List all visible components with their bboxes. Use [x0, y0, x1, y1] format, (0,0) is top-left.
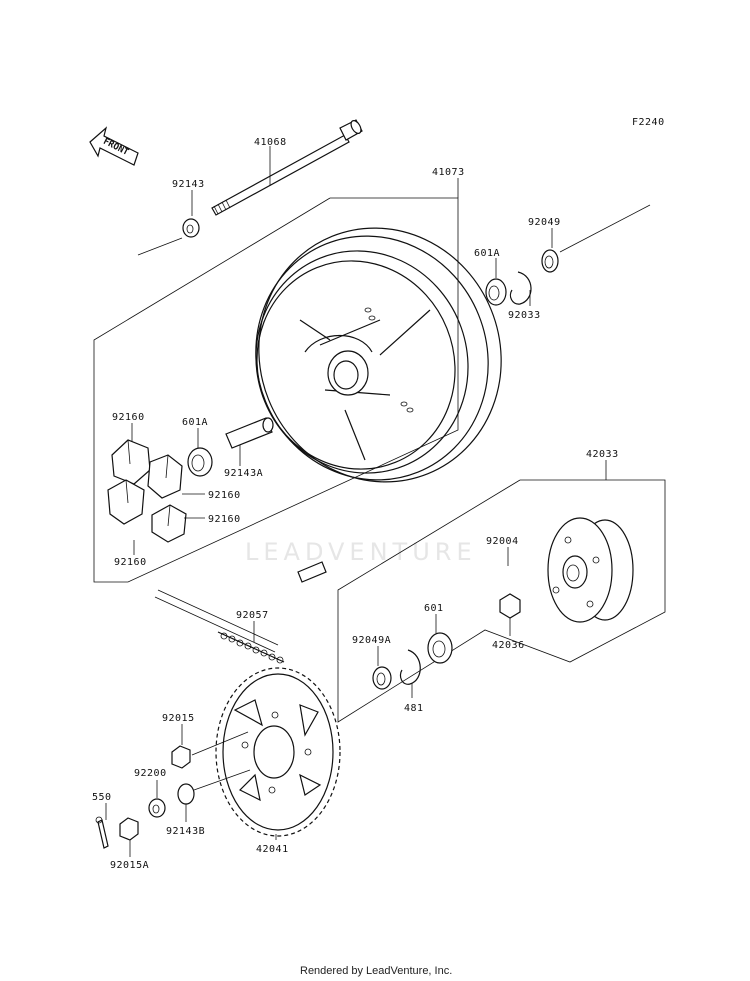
drive-chain	[154, 589, 285, 664]
washer-92200	[148, 798, 166, 818]
label-92200: 92200	[134, 768, 167, 779]
label-92049a: 92049A	[352, 635, 391, 646]
label-42033: 42033	[586, 449, 619, 460]
label-92160-d: 92160	[114, 557, 147, 568]
label-601a-mid: 601A	[182, 417, 208, 428]
wheel-rim	[255, 227, 502, 483]
castle-nut-92015a	[119, 817, 139, 841]
leader-lines	[105, 146, 607, 857]
nut-42036	[499, 593, 521, 619]
oil-seal-92049	[541, 249, 559, 273]
label-92049: 92049	[528, 217, 561, 228]
wheel-group-outline	[93, 197, 459, 583]
label-42036: 42036	[492, 640, 525, 651]
cotter-pin-550	[95, 816, 109, 849]
guide-92015	[191, 731, 249, 756]
collar-92143b	[177, 783, 195, 805]
footer-credit: Rendered by LeadVenture, Inc.	[300, 965, 452, 977]
axle-shaft	[211, 119, 363, 216]
label-92160-b: 92160	[208, 490, 241, 501]
bearing-601a-top	[485, 278, 507, 306]
axle-collar-92143	[182, 218, 200, 238]
damper-rubbers-92160	[107, 439, 187, 543]
bearing-601	[427, 632, 453, 664]
collar-92143a	[225, 417, 274, 449]
bearing-601a-mid	[187, 447, 213, 477]
nut-92015	[171, 745, 191, 769]
guide-92143b	[193, 769, 251, 791]
stud-92004	[297, 561, 327, 583]
label-41068: 41068	[254, 137, 287, 148]
label-601: 601	[424, 603, 444, 614]
label-92160-a: 92160	[112, 412, 145, 423]
circlip-481	[399, 649, 421, 685]
label-92015a: 92015A	[110, 860, 149, 871]
sprocket-hub	[547, 517, 634, 623]
watermark-text: LEADVENTURE	[245, 538, 477, 566]
hub-group-outline	[337, 479, 666, 723]
label-92004: 92004	[486, 536, 519, 547]
axle-guide-right	[559, 204, 651, 253]
oil-seal-92049a	[372, 666, 392, 690]
axle-guide-left	[137, 237, 183, 256]
label-601a-top: 601A	[474, 248, 500, 259]
label-92160-c: 92160	[208, 514, 241, 525]
front-arrow-icon: FRONT	[89, 126, 139, 166]
label-92143: 92143	[172, 179, 205, 190]
label-92057: 92057	[236, 610, 269, 621]
label-92033: 92033	[508, 310, 541, 321]
label-92143b: 92143B	[166, 826, 205, 837]
figure-code: F2240	[632, 117, 665, 128]
rear-sprocket	[215, 667, 341, 837]
label-92143a: 92143A	[224, 468, 263, 479]
label-92015: 92015	[162, 713, 195, 724]
label-41073: 41073	[432, 167, 465, 178]
circlip-92033	[509, 271, 532, 305]
label-42041: 42041	[256, 844, 289, 855]
label-550: 550	[92, 792, 112, 803]
label-481: 481	[404, 703, 424, 714]
